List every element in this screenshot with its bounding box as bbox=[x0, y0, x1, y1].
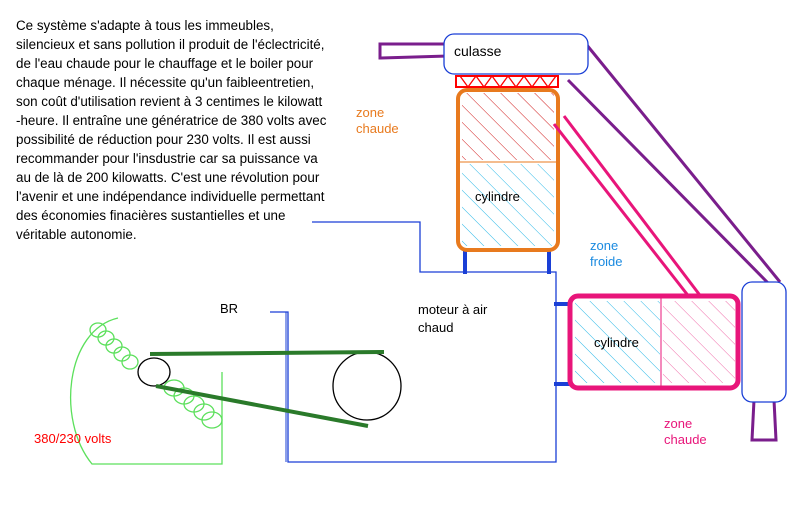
moteur-housing bbox=[270, 221, 557, 463]
large-pulley bbox=[332, 351, 402, 421]
right-tank bbox=[741, 281, 787, 403]
label-culasse: culasse bbox=[454, 43, 502, 59]
magenta-pipe-a bbox=[552, 123, 692, 299]
label-moteur: moteur à air chaud bbox=[418, 302, 488, 335]
label-zone-chaude-bottom: zone chaude bbox=[664, 416, 707, 447]
heater-coil bbox=[455, 75, 559, 88]
connector-left bbox=[463, 250, 467, 274]
label-cylindre-top: cylindre bbox=[475, 189, 520, 204]
belt-bottom bbox=[155, 384, 369, 428]
purple-rod-1 bbox=[566, 78, 772, 287]
right-nozzle bbox=[750, 399, 778, 442]
purple-rod-2 bbox=[584, 43, 782, 283]
culasse-box bbox=[443, 33, 589, 75]
label-voltage: 380/230 volts bbox=[34, 431, 112, 446]
description-text: Ce système s'adapte à tous les immeubles… bbox=[16, 18, 327, 242]
label-zone-froide: zone froide bbox=[590, 238, 623, 269]
left-nozzle bbox=[378, 42, 449, 60]
generator-outline bbox=[69, 317, 223, 465]
small-pulley bbox=[137, 357, 171, 387]
label-cylindre-right: cylindre bbox=[594, 335, 639, 350]
coil-upper bbox=[89, 322, 139, 370]
connector-right bbox=[547, 250, 551, 274]
connector-horizontal bbox=[554, 302, 574, 306]
belt-top bbox=[149, 350, 385, 356]
label-br: BR bbox=[220, 301, 239, 316]
label-zone-chaude-top: zone chaude bbox=[356, 105, 399, 136]
magenta-pipe-b bbox=[562, 115, 704, 299]
